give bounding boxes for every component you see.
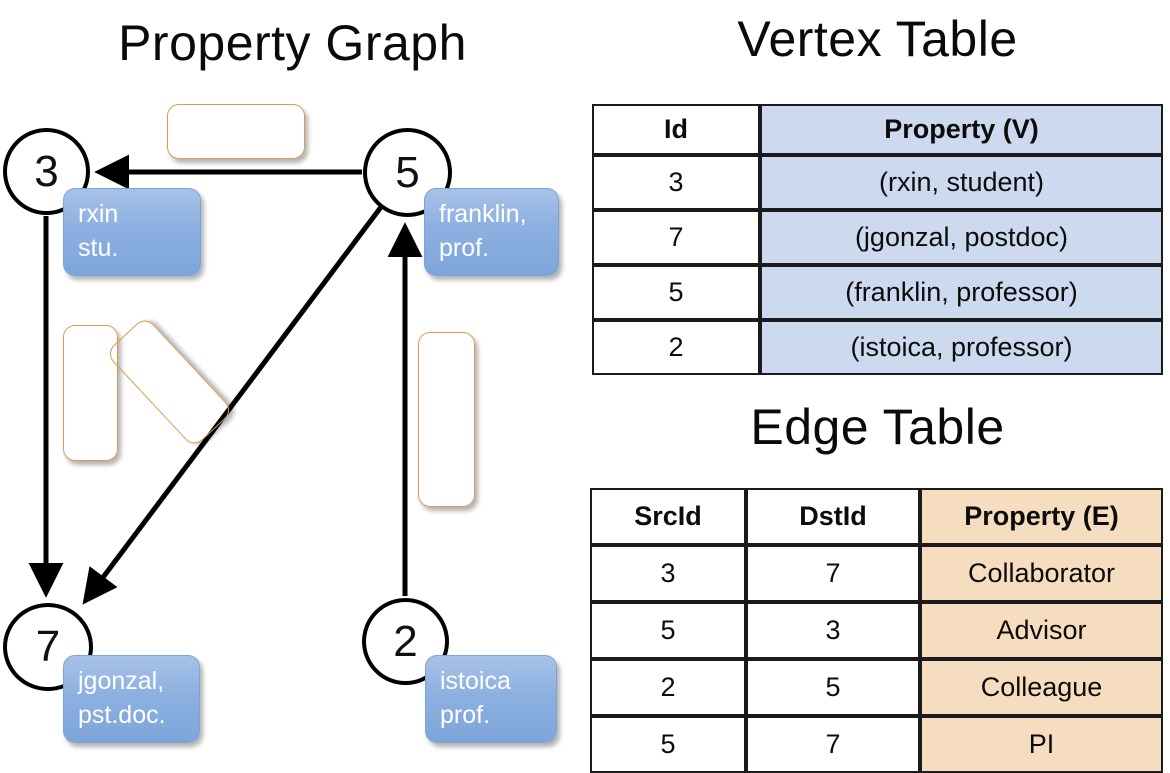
edge-label-colleague: Colleague (432, 363, 460, 476)
edge-label-box-advisor[interactable]: Advisor (167, 104, 305, 159)
edge-row-2-property: Colleague (920, 659, 1163, 716)
graph-edges-svg (28, 154, 423, 605)
edge-row-0-srcid: 3 (590, 545, 746, 602)
table-row[interactable]: 2 5 Colleague (590, 659, 1163, 716)
graph-node-2[interactable]: 2 (362, 598, 449, 685)
vertex-row-0-property: (rxin, student) (760, 155, 1163, 210)
edge-row-0-dstid: 7 (746, 545, 920, 602)
vertex-property-jgonzal-line2: pst.doc. (78, 701, 166, 729)
vertex-row-3-id: 2 (592, 320, 760, 375)
vertex-row-1-id: 7 (592, 210, 760, 265)
vertex-property-box-rxin[interactable]: rxin stu. (63, 188, 201, 276)
page-title-edge-table: Edge Table (750, 399, 1005, 455)
vertex-property-box-jgonzal[interactable]: jgonzal, pst.doc. (63, 655, 200, 743)
table-row[interactable]: 5 3 Advisor (590, 602, 1163, 659)
vertex-property-box-istoica[interactable]: istoica prof. (425, 655, 557, 743)
edge-row-3-srcid: 5 (590, 716, 746, 773)
table-row[interactable]: 2 (istoica, professor) (592, 320, 1163, 375)
edge-table-header-row: SrcId DstId Property (E) (590, 488, 1163, 545)
vertex-row-2-property: (franklin, professor) (760, 265, 1163, 320)
vertex-property-franklin-line1: franklin, (439, 200, 527, 229)
edge-row-1-srcid: 5 (590, 602, 746, 659)
edge-table-header-srcid: SrcId (590, 488, 746, 545)
vertex-row-2-id: 5 (592, 265, 760, 320)
edge-row-0-property: Collaborator (920, 545, 1163, 602)
table-row[interactable]: 5 (franklin, professor) (592, 265, 1163, 320)
graph-node-3-label: 3 (34, 146, 59, 196)
edge-table-header-property: Property (E) (920, 488, 1163, 545)
property-graph-diagram: 3 5 7 2 rxin stu. franklin, prof. jgonza… (0, 0, 585, 760)
graph-node-2-label: 2 (393, 616, 418, 666)
table-row[interactable]: 7 (jgonzal, postdoc) (592, 210, 1163, 265)
table-row[interactable]: 3 7 Collaborator (590, 545, 1163, 602)
vertex-table: Id Property (V) 3 (rxin, student) 7 (jgo… (592, 104, 1163, 375)
page-title-property-graph: Property Graph (118, 15, 467, 71)
vertex-property-istoica-line1: istoica (440, 667, 511, 696)
vertex-property-istoica-line2: prof. (440, 701, 491, 729)
vertex-table-header-property: Property (V) (760, 104, 1163, 155)
graph-node-7-label: 7 (35, 622, 61, 671)
vertex-property-rxin-line2: stu. (78, 234, 119, 262)
edge-5-to-7 (82, 205, 383, 605)
edge-table-header-dstid: DstId (746, 488, 920, 545)
vertex-property-box-franklin[interactable]: franklin, prof. (424, 188, 559, 276)
table-row[interactable]: 5 7 PI (590, 716, 1163, 773)
vertex-table-header-id: Id (592, 104, 760, 155)
vertex-row-3-property: (istoica, professor) (760, 320, 1163, 375)
vertex-row-1-property: (jgonzal, postdoc) (760, 210, 1163, 265)
edge-row-3-dstid: 7 (746, 716, 920, 773)
vertex-property-rxin-line1: rxin (78, 200, 119, 229)
edge-label-box-collab[interactable]: Collab. (63, 325, 118, 461)
vertex-row-0-id: 3 (592, 155, 760, 210)
edge-label-box-colleague[interactable]: Colleague (418, 332, 475, 507)
edge-label-collab: Collab. (76, 354, 104, 432)
edge-label-advisor: Advisor (194, 117, 278, 145)
vertex-property-jgonzal-line1: jgonzal, (78, 667, 165, 696)
edge-label-pi: PI (150, 364, 188, 401)
edge-table: SrcId DstId Property (E) 3 7 Collaborato… (590, 488, 1163, 773)
graph-node-5[interactable]: 5 (363, 128, 452, 217)
table-row[interactable]: 3 (rxin, student) (592, 155, 1163, 210)
edge-row-1-property: Advisor (920, 602, 1163, 659)
vertex-property-franklin-line2: prof. (439, 234, 490, 262)
edge-row-2-dstid: 5 (746, 659, 920, 716)
edge-row-3-property: PI (920, 716, 1163, 773)
edge-row-1-dstid: 3 (746, 602, 920, 659)
page-title-vertex-table: Vertex Table (737, 11, 1018, 67)
graph-node-5-label: 5 (395, 147, 420, 197)
edge-row-2-srcid: 2 (590, 659, 746, 716)
vertex-table-header-row: Id Property (V) (592, 104, 1163, 155)
